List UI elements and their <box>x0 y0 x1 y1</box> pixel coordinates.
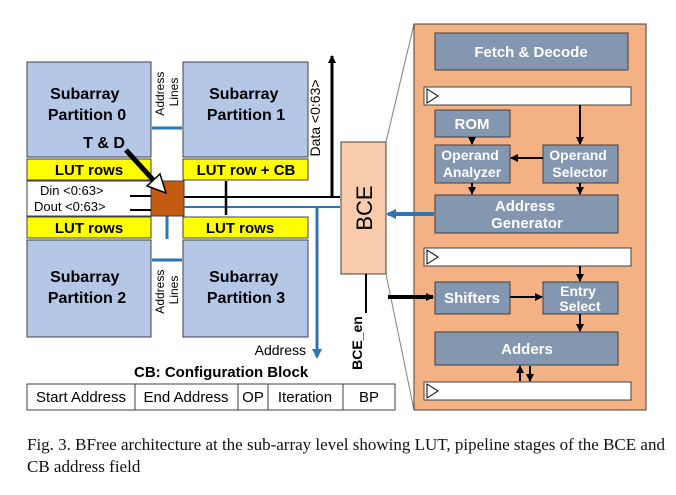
pipeline-register-3 <box>423 381 632 401</box>
partition-2 <box>26 239 152 338</box>
cb-field-iteration: Iteration <box>278 389 332 406</box>
operand-selector-label-line1: Operand <box>549 147 607 163</box>
svg-text:Address Generator: Address Generator <box>491 198 563 232</box>
operand-selector-label-line2: Selector <box>552 164 608 180</box>
svg-text:Subarray Partition 1: Subarray Partition 1 <box>207 86 285 124</box>
fetch-decode-label: Fetch & Decode <box>474 44 587 61</box>
lut-rows-top-left <box>26 158 152 181</box>
bce-pipeline: Fetch & Decode ROM Operand Analyzer Oper… <box>413 23 647 411</box>
pipeline-register-1 <box>423 86 632 106</box>
clock-icon <box>426 88 439 104</box>
partition-1-label-line1: Subarray <box>209 86 278 103</box>
shifters-label: Shifters <box>444 290 500 307</box>
partition-1 <box>182 61 309 158</box>
address-label: Address <box>255 342 306 358</box>
operand-analyzer-label-line1: Operand <box>441 147 499 163</box>
subarray-block: Subarray Partition 0 Subarray Partition … <box>26 55 340 359</box>
bce-en-label: BCE_en <box>349 316 365 370</box>
rom-label: ROM <box>455 116 490 133</box>
bce-label: BCE <box>352 185 377 230</box>
cb-field-op: OP <box>242 389 264 406</box>
address-generator-label-line2: Generator <box>491 215 563 232</box>
partition-3 <box>182 239 309 338</box>
bce-block <box>340 141 387 275</box>
rom-stage <box>434 109 511 138</box>
svg-text:Subarray Partition 2: Subarray Partition 2 <box>48 269 126 307</box>
clock-icon <box>426 383 439 399</box>
partition-2-label-line2: Partition 2 <box>48 290 126 307</box>
din-label: Din <0:63> <box>40 183 104 198</box>
svg-text:Entry Select: Entry Select <box>559 283 601 314</box>
operand-selector-stage <box>542 144 619 184</box>
entry-select-label-line2: Select <box>559 298 601 314</box>
adders-stage <box>434 331 619 366</box>
svg-text:Operand Analyzer: Operand Analyzer <box>441 147 502 180</box>
cb-field-end-address: End Address <box>143 389 228 406</box>
cb-table: Start Address End Address OP Iteration B… <box>26 383 396 411</box>
dout-label: Dout <0:63> <box>34 199 106 214</box>
lut-rows-bottom-right-label: LUT rows <box>206 220 274 237</box>
clock-icon <box>426 249 439 265</box>
zoom-line-top <box>385 23 415 143</box>
lut-rows-bottom-left <box>26 216 152 239</box>
td-block <box>150 180 185 217</box>
lut-row-cb <box>182 158 309 181</box>
address-lines-bottom: Address Lines <box>153 266 181 313</box>
address-lines-top: Address Lines <box>153 68 181 115</box>
svg-text:Operand Selector: Operand Selector <box>549 147 610 180</box>
partition-0-label-line1: Subarray <box>50 86 119 103</box>
data-label: Data <0:63> <box>307 79 323 156</box>
fetch-decode-stage <box>434 32 629 71</box>
entry-select-label-line1: Entry <box>560 283 596 299</box>
partition-1-label-line2: Partition 1 <box>207 107 285 124</box>
lut-rows-bottom-right <box>182 216 309 239</box>
partition-2-label-line1: Subarray <box>50 269 119 286</box>
lut-row-cb-label: LUT row + CB <box>197 162 296 179</box>
architecture-diagram: Subarray Partition 0 Subarray Partition … <box>26 23 647 411</box>
cb-field-bp: BP <box>359 389 379 406</box>
lut-rows-bottom-left-label: LUT rows <box>55 220 123 237</box>
pipeline-register-2 <box>423 247 632 267</box>
td-pointer-arrowhead <box>145 172 168 195</box>
svg-text:Subarray Partition 3: Subarray Partition 3 <box>207 269 285 307</box>
address-generator-label-line1: Address <box>495 198 555 215</box>
lut-rows-top-left-label: LUT rows <box>55 162 123 179</box>
partition-0 <box>26 61 152 158</box>
td-pointer-arrow <box>124 148 158 185</box>
partition-0-label-line2: Partition 0 <box>48 107 126 124</box>
cb-title: CB: Configuration Block <box>134 364 309 381</box>
operand-analyzer-stage <box>434 144 511 184</box>
td-label: T & D <box>83 135 125 152</box>
adders-label: Adders <box>501 341 553 358</box>
address-generator-stage <box>434 194 619 234</box>
partition-3-label-line2: Partition 3 <box>207 290 285 307</box>
figure-caption: Fig. 3. BFree architecture at the sub-ar… <box>27 435 665 476</box>
entry-select-stage <box>542 281 619 315</box>
shifters-stage <box>434 281 511 315</box>
svg-text:Subarray Partition 0: Subarray Partition 0 <box>48 86 126 124</box>
partition-3-label-line1: Subarray <box>209 269 278 286</box>
operand-analyzer-label-line2: Analyzer <box>443 164 502 180</box>
cb-field-start-address: Start Address <box>36 389 126 406</box>
